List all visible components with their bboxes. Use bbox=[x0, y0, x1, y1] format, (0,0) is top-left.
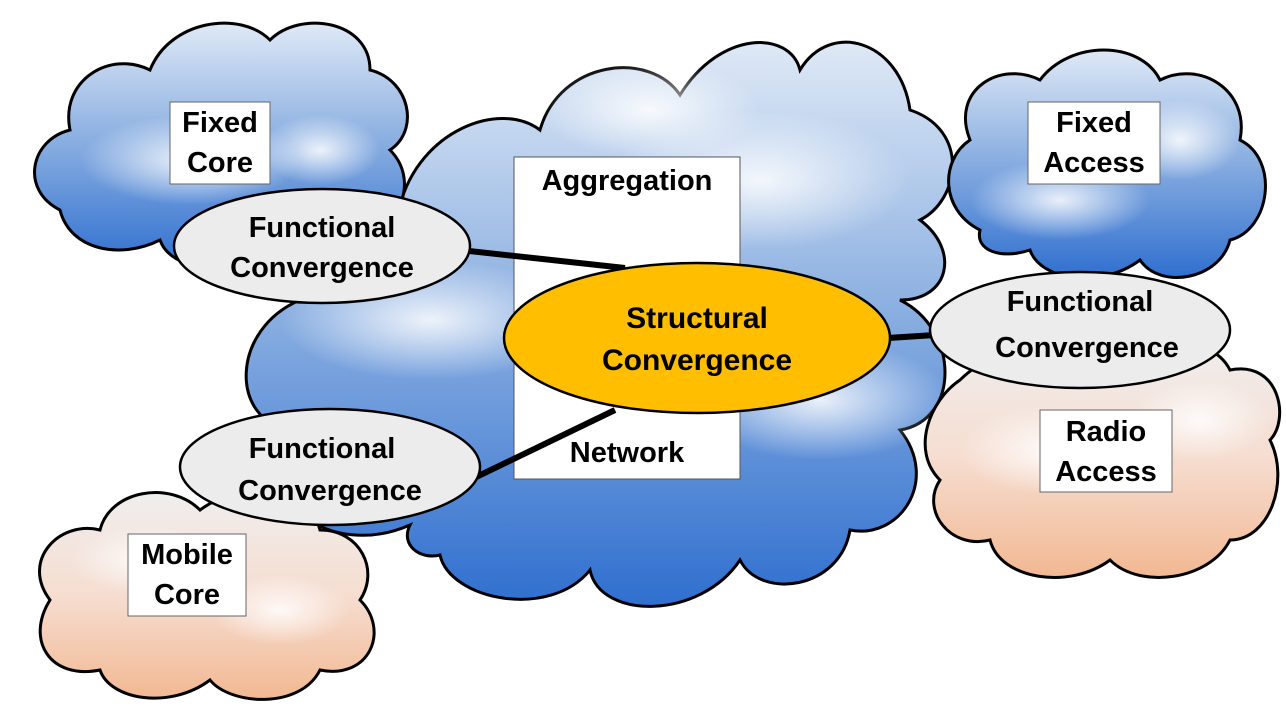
functional-convergence-ellipse-mobile-core bbox=[178, 407, 482, 527]
fixed-access-label-box bbox=[1027, 101, 1161, 185]
radio-access-label-box bbox=[1039, 409, 1173, 493]
functional-convergence-ellipse-fixed-core bbox=[172, 187, 472, 305]
connector-line bbox=[468, 407, 617, 483]
network-label: Network bbox=[570, 437, 685, 469]
connector-line bbox=[887, 332, 936, 341]
functional-convergence-label: Convergence bbox=[995, 332, 1179, 364]
mobile-core-label-line2: Core bbox=[154, 579, 220, 611]
mobile-core-label-box bbox=[127, 533, 247, 617]
radio-access-label-line2: Access bbox=[1055, 456, 1157, 488]
functional-convergence-label: Convergence bbox=[230, 252, 414, 284]
functional-convergence-ellipse-radio-access bbox=[928, 270, 1232, 390]
aggregation-label: Aggregation bbox=[542, 165, 713, 197]
fixed-core-label-line2: Core bbox=[187, 147, 253, 179]
functional-convergence-label: Functional bbox=[1007, 286, 1154, 318]
functional-convergence-label: Functional bbox=[249, 433, 396, 465]
functional-convergence-label: Convergence bbox=[238, 475, 422, 507]
fixed-access-label-line1: Fixed bbox=[1056, 107, 1132, 139]
structural-convergence-line2: Convergence bbox=[602, 344, 792, 377]
radio-access-label-line1: Radio bbox=[1066, 416, 1147, 448]
structural-convergence-line1: Structural bbox=[626, 302, 768, 335]
connector-line bbox=[459, 247, 626, 271]
functional-convergence-label: Functional bbox=[249, 212, 396, 244]
structural-convergence-ellipse bbox=[502, 261, 892, 415]
fixed-access-label-line2: Access bbox=[1043, 147, 1145, 179]
fixed-core-label-line1: Fixed bbox=[182, 107, 258, 139]
fixed-core-label-box bbox=[169, 101, 271, 185]
mobile-core-label-line1: Mobile bbox=[141, 539, 233, 571]
